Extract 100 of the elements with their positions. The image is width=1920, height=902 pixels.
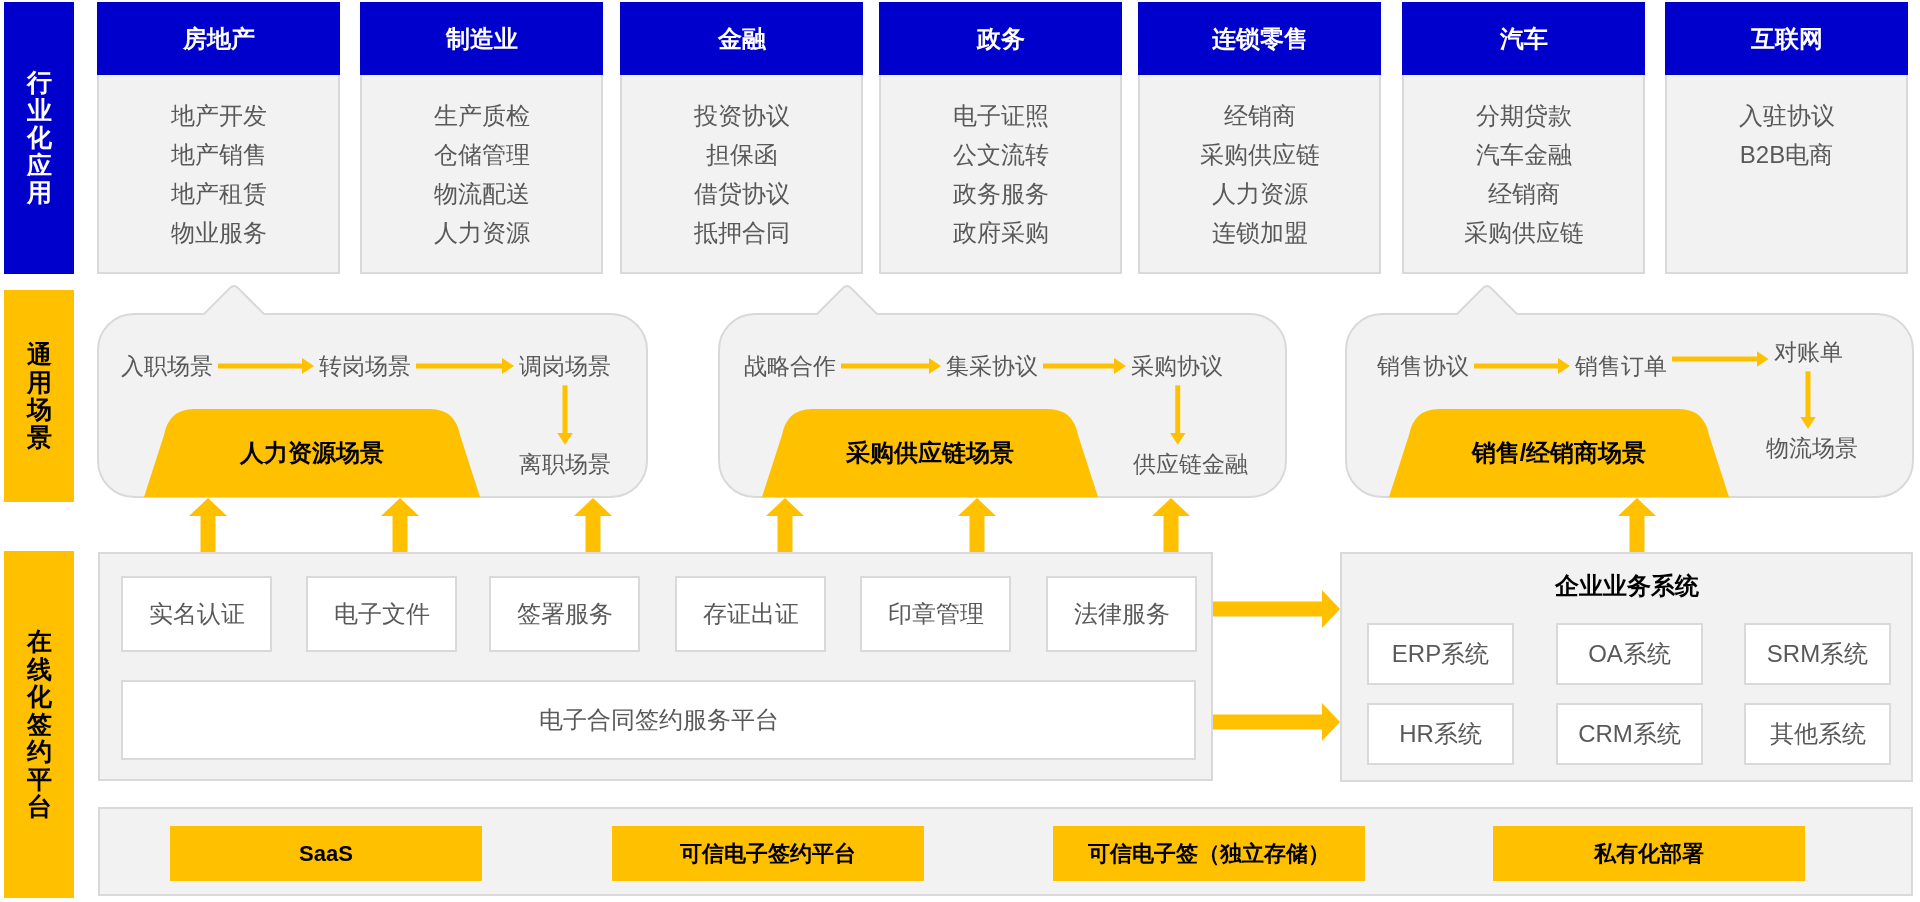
industry-card xyxy=(1665,2,1908,274)
system-module: 其他系统 xyxy=(1744,703,1891,765)
deployment-panel xyxy=(98,807,1913,896)
scene-title-tab: 销售/经销商场景 xyxy=(1389,409,1729,497)
industry-card xyxy=(1138,2,1381,274)
speech-bubble xyxy=(1345,284,1914,498)
block-arrow xyxy=(958,498,996,552)
scene-step-label: 战略合作 xyxy=(744,351,836,381)
system-module: SRM系统 xyxy=(1744,623,1891,685)
application-item: 生产质检 xyxy=(433,101,530,131)
scene-step-label: 销售订单 xyxy=(1575,351,1667,381)
scene-step-label: 集采协议 xyxy=(946,351,1038,381)
panel-title: 企业业务系统 xyxy=(1554,571,1699,601)
scene-step-label: 转岗场景 xyxy=(319,351,411,381)
application-item: 公文流转 xyxy=(952,140,1049,170)
scene-step-label: 入职场景 xyxy=(121,351,213,381)
speech-bubble xyxy=(97,284,648,498)
industry-header: 房地产 xyxy=(97,2,340,75)
application-item: 连锁加盟 xyxy=(1211,218,1308,248)
application-item: 借贷协议 xyxy=(693,179,790,209)
speech-bubble xyxy=(718,284,1287,498)
application-item: 采购供应链 xyxy=(1463,218,1584,248)
application-item: 经销商 xyxy=(1223,101,1296,131)
industry-header: 连锁零售 xyxy=(1138,2,1381,75)
application-item: 地产开发 xyxy=(170,101,267,131)
application-item: 采购供应链 xyxy=(1199,140,1320,170)
flow-arrow xyxy=(416,358,514,374)
layer-label-band: 通用场景 xyxy=(4,290,74,502)
industry-header: 金融 xyxy=(620,2,863,75)
application-item: 抵押合同 xyxy=(693,218,790,248)
industry-card xyxy=(97,2,340,274)
flow-arrow xyxy=(1169,385,1186,445)
industry-card xyxy=(620,2,863,274)
block-arrow xyxy=(766,498,804,552)
layer-label-band: 在线化签约平台 xyxy=(4,551,74,898)
industry-header: 互联网 xyxy=(1665,2,1908,75)
industry-header: 制造业 xyxy=(360,2,603,75)
application-item: 经销商 xyxy=(1487,179,1560,209)
application-item: 政务服务 xyxy=(952,179,1049,209)
industry-card xyxy=(879,2,1122,274)
industry-header: 汽车 xyxy=(1402,2,1645,75)
scene-title-tab: 采购供应链场景 xyxy=(762,409,1098,497)
service-platform-bar: 电子合同签约服务平台 xyxy=(121,680,1196,760)
scene-step-label: 采购协议 xyxy=(1131,351,1223,381)
application-item: 汽车金融 xyxy=(1475,140,1572,170)
block-arrow xyxy=(574,498,612,552)
flow-arrow xyxy=(1672,351,1769,367)
platform-panel xyxy=(98,552,1213,781)
application-item: 人力资源 xyxy=(1211,179,1308,209)
service-module: 签署服务 xyxy=(489,576,640,652)
service-module: 印章管理 xyxy=(860,576,1011,652)
scene-step-label: 供应链金融 xyxy=(1132,449,1248,479)
block-arrow xyxy=(1618,498,1656,552)
application-item: 地产销售 xyxy=(170,140,267,170)
deployment-tag: 可信电子签约平台 xyxy=(612,826,924,881)
application-item: 地产租赁 xyxy=(170,179,267,209)
system-panel xyxy=(1340,552,1913,782)
application-item: 入驻协议 xyxy=(1738,101,1835,131)
application-item: 仓储管理 xyxy=(433,140,530,170)
scene-title-tab: 人力资源场景 xyxy=(144,409,480,497)
application-item: 物流配送 xyxy=(433,179,530,209)
service-module: 存证出证 xyxy=(675,576,826,652)
block-arrow xyxy=(189,498,227,552)
application-item: 政府采购 xyxy=(952,218,1049,248)
industry-card xyxy=(1402,2,1645,274)
layer-label-band: 行业化应用 xyxy=(4,2,74,274)
scene-step-label: 物流场景 xyxy=(1766,433,1858,463)
system-module: HR系统 xyxy=(1367,703,1514,765)
scene-step-label: 对账单 xyxy=(1773,337,1843,367)
flow-arrow xyxy=(1474,358,1570,374)
application-item: 投资协议 xyxy=(693,101,790,131)
system-module: OA系统 xyxy=(1556,623,1703,685)
flow-arrow xyxy=(218,358,314,374)
deployment-tag: SaaS xyxy=(170,826,482,881)
application-item: 人力资源 xyxy=(433,218,530,248)
scene-step-label: 离职场景 xyxy=(519,449,611,479)
deployment-tag: 可信电子签（独立存储） xyxy=(1053,826,1365,881)
application-item: 担保函 xyxy=(705,140,778,170)
application-item: 物业服务 xyxy=(170,218,267,248)
industry-card xyxy=(360,2,603,274)
application-item: 分期贷款 xyxy=(1475,101,1572,131)
service-module: 电子文件 xyxy=(306,576,457,652)
system-module: ERP系统 xyxy=(1367,623,1514,685)
system-module: CRM系统 xyxy=(1556,703,1703,765)
scene-step-label: 销售协议 xyxy=(1377,351,1469,381)
flow-arrow xyxy=(841,358,941,374)
block-arrow xyxy=(1213,703,1340,741)
block-arrow xyxy=(381,498,419,552)
block-arrow xyxy=(1213,590,1340,628)
scene-step-label: 调岗场景 xyxy=(519,351,611,381)
application-item: B2B电商 xyxy=(1739,140,1834,170)
flow-arrow xyxy=(1800,371,1816,429)
flow-arrow xyxy=(1043,358,1126,374)
deployment-tag: 私有化部署 xyxy=(1493,826,1805,881)
block-arrow xyxy=(1152,498,1190,552)
flow-arrow xyxy=(557,385,573,445)
application-item: 电子证照 xyxy=(952,101,1049,131)
industry-header: 政务 xyxy=(879,2,1122,75)
service-module: 法律服务 xyxy=(1046,576,1197,652)
service-module: 实名认证 xyxy=(121,576,272,652)
